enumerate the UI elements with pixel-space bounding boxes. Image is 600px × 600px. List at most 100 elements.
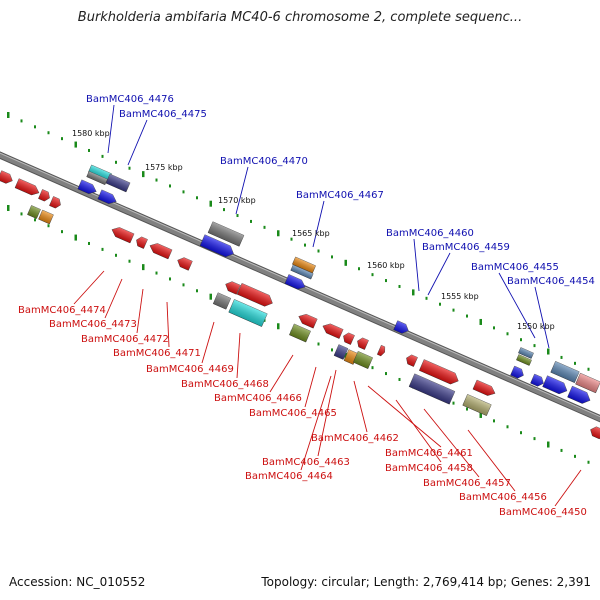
- leader-line: [104, 278, 123, 319]
- page-title: Burkholderia ambifaria MC40-6 chromosome…: [77, 10, 523, 25]
- gene-label: BamMC406_4463: [262, 457, 350, 468]
- leader-line: [395, 399, 442, 463]
- gene-shade: [290, 264, 314, 280]
- gene-arrow: [38, 189, 50, 202]
- gene-shade: [419, 359, 459, 385]
- gene-arrow: [212, 292, 232, 310]
- upper-scale-tick: [155, 178, 158, 182]
- gene-arrow: [357, 337, 369, 350]
- gene-shade: [49, 196, 61, 209]
- lower-scale-tick: [547, 441, 550, 448]
- gene-label: BamMC406_4454: [507, 276, 595, 287]
- upper-scale-tick: [344, 259, 347, 266]
- gene-shade: [237, 283, 273, 307]
- gene-shade: [208, 221, 244, 247]
- upper-scale-tick: [61, 137, 63, 141]
- lower-scale-tick: [128, 259, 131, 263]
- lower-scale-tick: [209, 293, 212, 300]
- gene-shade: [27, 205, 41, 219]
- gene-arrow: [149, 243, 173, 260]
- gene-arrow: [292, 256, 316, 274]
- leader-line: [201, 321, 215, 364]
- gene-shade: [510, 366, 524, 379]
- upper-scale-tick: [331, 255, 333, 259]
- gene-label: BamMC406_4475: [119, 109, 207, 120]
- leader-line: [317, 369, 337, 457]
- gene-arrow: [284, 274, 306, 290]
- gene-label: BamMC406_4457: [423, 478, 511, 489]
- leader-line: [423, 408, 480, 478]
- leader-line: [312, 200, 325, 248]
- gene-shade: [97, 189, 117, 204]
- upper-scale-tick: [101, 154, 104, 158]
- gene-label: BamMC406_4471: [113, 348, 201, 359]
- gene-arrow: [38, 209, 54, 225]
- upper-scale-tick: [425, 296, 428, 300]
- gene-arrow: [225, 281, 241, 295]
- gene-shade: [177, 257, 193, 271]
- gene-arrow: [136, 236, 148, 249]
- gene-shade: [334, 344, 348, 360]
- upper-scale-tick: [115, 160, 117, 164]
- gene-arrow: [353, 351, 373, 369]
- lower-scale-tick: [34, 218, 36, 222]
- gene-shade: [86, 171, 108, 185]
- gene-label: BamMC406_4461: [385, 448, 473, 459]
- gene-arrow: [177, 257, 193, 271]
- gene-arrow: [49, 196, 61, 209]
- gene-shade: [298, 314, 318, 329]
- gene-arrow: [393, 320, 409, 334]
- leader-line: [73, 270, 105, 305]
- gene-label: BamMC406_4476: [86, 94, 174, 105]
- gene-shade: [322, 323, 344, 339]
- upper-scale-tick: [371, 273, 374, 277]
- lower-scale-tick: [533, 437, 536, 441]
- upper-scale-tick: [452, 308, 455, 312]
- gene-shade: [77, 179, 97, 194]
- upper-scale-tick: [506, 332, 509, 336]
- scale-label: 1565 kbp: [292, 229, 330, 238]
- gene-shade: [409, 373, 455, 405]
- scale-label: 1560 kbp: [367, 261, 405, 270]
- lower-scale-tick: [317, 342, 320, 346]
- gene-shade: [111, 227, 135, 243]
- gene-arrow: [376, 344, 386, 357]
- gene-label: BamMC406_4465: [249, 408, 337, 419]
- gene-track: [0, 164, 600, 440]
- gene-arrow: [333, 344, 349, 360]
- gene-shade: [472, 380, 496, 396]
- leader-line: [236, 332, 241, 379]
- upper-scale-tick: [547, 348, 550, 355]
- lower-scale-tick: [493, 419, 495, 423]
- gene-label: BamMC406_4460: [386, 228, 474, 239]
- leader-line: [467, 429, 516, 492]
- label-leaders: [73, 104, 582, 507]
- gene-shade: [406, 354, 418, 367]
- gene-arrow: [290, 264, 314, 280]
- leader-line: [166, 301, 170, 348]
- accession-text: Accession: NC_010552: [9, 575, 146, 589]
- gene-shade: [353, 351, 373, 369]
- upper-scale-tick: [412, 289, 415, 296]
- gene-arrow: [97, 189, 117, 204]
- upper-scale-tick: [520, 338, 522, 342]
- upper-scale-tick: [479, 318, 482, 325]
- gene-arrow: [111, 227, 135, 244]
- gene-label: BamMC406_4456: [459, 492, 547, 503]
- gene-shade: [136, 236, 148, 249]
- gene-arrow: [530, 373, 544, 387]
- gene-arrow: [199, 234, 234, 258]
- gene-shade: [462, 394, 492, 416]
- gene-arrow: [462, 394, 492, 416]
- lower-scale-tick: [385, 372, 387, 376]
- upper-scale-tick: [250, 219, 252, 223]
- upper-scale-tick: [47, 131, 50, 135]
- leader-line: [498, 272, 536, 339]
- leader-line: [353, 380, 368, 433]
- upper-scale-tick: [20, 119, 23, 123]
- lower-scale-tick: [520, 431, 522, 435]
- lower-scale-tick: [331, 348, 333, 352]
- upper-scale-tick: [128, 166, 131, 170]
- upper-scale-tick: [7, 112, 10, 118]
- upper-scale-tick: [493, 326, 495, 330]
